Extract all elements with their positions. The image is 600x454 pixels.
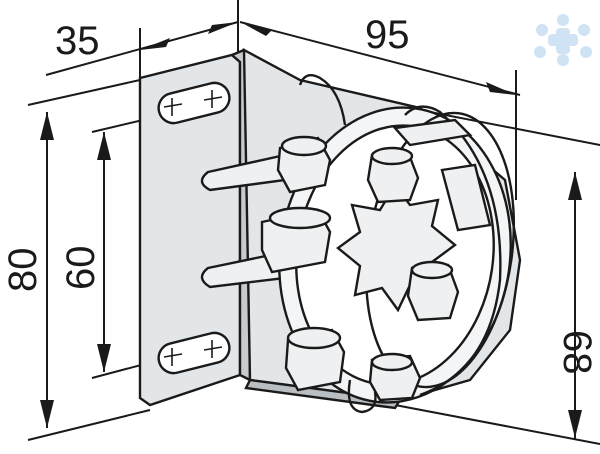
dimension-35: 35 — [45, 0, 239, 78]
watermark-logo-icon — [534, 14, 592, 66]
bracket-side-plate — [138, 48, 252, 407]
upper-mounting-slot — [157, 81, 231, 125]
clip-fingers — [260, 135, 460, 402]
dimension-68: 68 — [394, 111, 600, 445]
lower-mounting-slot — [157, 331, 231, 375]
dimension-label-35: 35 — [55, 19, 100, 63]
dimension-label-60: 60 — [59, 246, 103, 291]
dimension-label-80: 80 — [1, 248, 45, 293]
dimension-label-68: 68 — [555, 330, 599, 375]
dimension-60: 60 — [59, 115, 161, 379]
dimension-label-95: 95 — [365, 13, 410, 57]
spring-wire-clip — [298, 74, 502, 414]
dimension-95: 95 — [239, 13, 521, 200]
dimension-80: 80 — [1, 79, 151, 441]
